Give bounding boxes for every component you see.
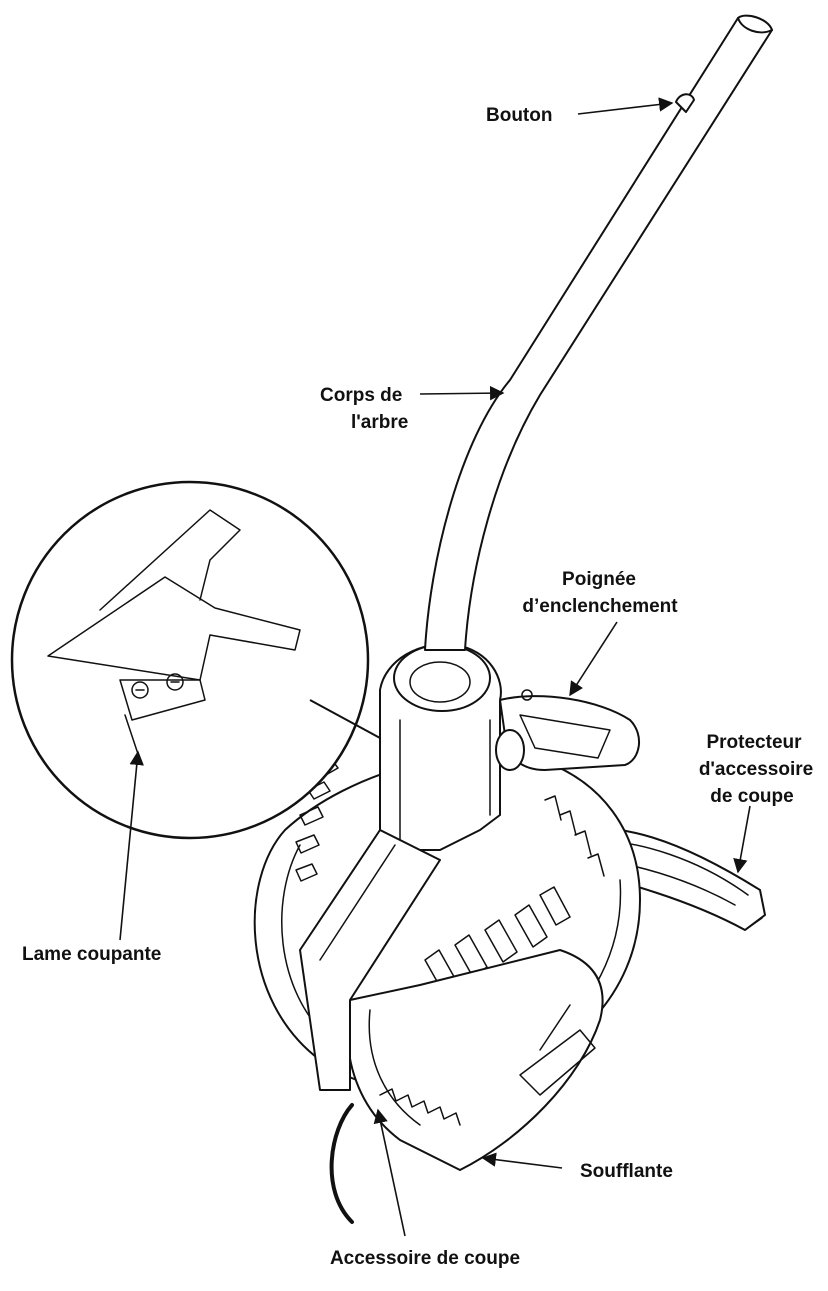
label-poignee-line2: d’enclenchement (522, 596, 678, 617)
label-accessoire: Accessoire de coupe (330, 1248, 520, 1269)
label-poignee-line1: Poignée (562, 569, 636, 590)
cutting-line-drawing (332, 1105, 352, 1222)
label-protecteur-line3: de coupe (710, 786, 793, 807)
leader-protecteur (738, 806, 750, 872)
leader-corps (420, 393, 503, 394)
label-protecteur-line1: Protecteur (706, 732, 802, 753)
leader-soufflante (483, 1158, 562, 1168)
label-bouton: Bouton (486, 105, 552, 126)
leader-bouton (578, 103, 672, 114)
label-lame: Lame coupante (22, 944, 161, 965)
label-protecteur-line2: d'accessoire (699, 759, 813, 780)
blade-detail-inset (12, 482, 380, 838)
label-corps-line2: l'arbre (351, 412, 408, 433)
leader-poignee (570, 622, 617, 695)
label-corps-line1: Corps de (320, 385, 402, 406)
label-soufflante: Soufflante (580, 1161, 673, 1182)
